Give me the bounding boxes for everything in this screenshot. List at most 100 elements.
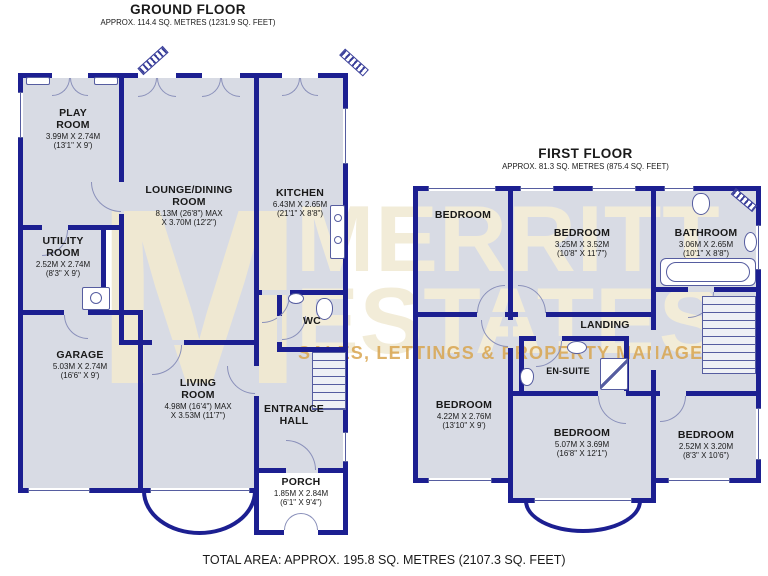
wall-kitchen xyxy=(254,73,348,295)
room-name: BEDROOM xyxy=(553,427,611,439)
ground-floor-title: GROUND FLOOR xyxy=(130,2,246,17)
landing-label: LANDING xyxy=(560,319,650,332)
window xyxy=(664,186,694,191)
bathroom-label: BATHROOM 3.06M X 2.65M (10'1" X 8'8") xyxy=(654,227,758,259)
staircase-first xyxy=(702,296,756,374)
window xyxy=(343,432,348,462)
window xyxy=(756,408,761,460)
window xyxy=(756,225,761,270)
angled-window-icon xyxy=(137,45,169,76)
door-gap xyxy=(688,287,714,292)
door-gap xyxy=(254,366,259,396)
room-name: PORCH xyxy=(281,476,321,488)
door-gap xyxy=(138,73,176,78)
room-dims: 1.85M X 2.84M (6'1" X 9'4") xyxy=(273,488,329,508)
window xyxy=(534,498,632,503)
sink-bowl-icon xyxy=(334,236,342,244)
window xyxy=(150,488,250,493)
toilet-icon xyxy=(520,368,534,386)
room-dims: 2.52M X 2.74M (8'3" X 9') xyxy=(35,259,91,278)
door-gap xyxy=(202,73,240,78)
room-dims: 8.13M (26'8") MAX X 3.70M (12'2") xyxy=(155,208,223,227)
washing-machine-door-icon xyxy=(90,292,102,304)
room-name: LANDING xyxy=(580,319,630,331)
room-name: BEDROOM xyxy=(435,399,493,411)
entrance-hall-label: ENTRANCE HALL xyxy=(250,403,338,428)
door-gap xyxy=(660,391,686,396)
door-gap xyxy=(518,312,546,317)
door-gap xyxy=(152,340,184,345)
room-name: GARAGE xyxy=(56,349,104,361)
room-name: BEDROOM xyxy=(677,429,735,441)
room-dims: 5.07M X 3.69M (16'8" X 12'1") xyxy=(554,439,610,459)
room-dims: 4.98M (16'4") MAX X 3.53M (11'7") xyxy=(164,401,232,420)
room-name: EN-SUITE xyxy=(546,366,590,376)
lounge-dining-label: LOUNGE/DINING ROOM 8.13M (26'8") MAX X 3… xyxy=(129,184,249,227)
sink-bowl-icon xyxy=(334,214,342,222)
basin-icon xyxy=(288,293,304,304)
bedroom-1-label: BEDROOM xyxy=(415,209,511,222)
first-floor-subtitle: APPROX. 81.3 SQ. METRES (875.4 SQ. FEET) xyxy=(502,162,669,171)
bay-window-living xyxy=(142,491,257,535)
room-name: UTILITY ROOM xyxy=(42,235,84,259)
basin-icon xyxy=(744,232,757,252)
room-dims: 3.06M X 2.65M (10'1" X 8'8") xyxy=(678,239,734,259)
room-dims: 4.22M X 2.76M (13'10" X 9') xyxy=(436,411,492,431)
watermark-tagline: SALES, LETTINGS & PROPERTY MANAGEMENT xyxy=(298,343,760,363)
room-dims: 2.52M X 3.20M (8'3" X 10'6") xyxy=(678,441,734,461)
wc-label: WC xyxy=(296,315,328,328)
bathtub-inner-icon xyxy=(666,262,750,282)
play-room-label: PLAY ROOM 3.99M X 2.74M (13'1" X 9') xyxy=(28,107,118,150)
shower-icon xyxy=(600,358,628,390)
first-floor-header: FIRST FLOOR APPROX. 81.3 SQ. METRES (875… xyxy=(448,146,723,171)
ensuite-label: EN-SUITE xyxy=(536,366,600,376)
window xyxy=(592,186,636,191)
bay-window-bedroom-4 xyxy=(524,501,642,533)
door-gap xyxy=(119,182,124,214)
room-name: PLAY ROOM xyxy=(56,107,90,131)
fill-bedroom-4 xyxy=(508,391,656,503)
utility-room-label: UTILITY ROOM 2.52M X 2.74M (8'3" X 9') xyxy=(17,235,109,278)
watermark-name-top: MERRITT xyxy=(296,186,721,291)
window xyxy=(428,478,492,483)
bedroom-4-label: BEDROOM 5.07M X 3.69M (16'8" X 12'1") xyxy=(532,427,632,459)
window xyxy=(28,488,90,493)
front-door-gap xyxy=(284,530,318,535)
door-gap xyxy=(282,73,318,78)
room-name: BEDROOM xyxy=(434,209,492,221)
ground-floor-subtitle: APPROX. 114.4 SQ. METRES (1231.9 SQ. FEE… xyxy=(100,18,276,27)
porch-label: PORCH 1.85M X 2.84M (6'1" X 9'4") xyxy=(256,476,346,508)
room-name: ENTRANCE HALL xyxy=(264,403,324,427)
radiator-icon xyxy=(26,77,50,85)
window xyxy=(343,108,348,164)
window xyxy=(520,186,554,191)
toilet-icon xyxy=(692,193,710,215)
room-name: BEDROOM xyxy=(553,227,611,239)
living-room-label: LIVING ROOM 4.98M (16'4") MAX X 3.53M (1… xyxy=(143,377,253,420)
door-gap xyxy=(262,290,290,295)
window xyxy=(668,478,730,483)
door-gap xyxy=(286,468,318,473)
garage-label: GARAGE 5.03M X 2.74M (16'6" X 9') xyxy=(25,349,135,381)
fill-lounge-dining xyxy=(119,73,259,345)
bedroom-5-label: BEDROOM 2.52M X 3.20M (8'3" X 10'6") xyxy=(656,429,756,461)
door-gap xyxy=(477,312,505,317)
door-gap xyxy=(651,330,656,370)
bedroom-3-label: BEDROOM 4.22M X 2.76M (13'10" X 9') xyxy=(414,399,514,431)
staircase-ground xyxy=(312,352,346,410)
window xyxy=(428,186,496,191)
room-name: BATHROOM xyxy=(674,227,738,239)
door-gap xyxy=(277,316,282,342)
total-area-label: TOTAL AREA: APPROX. 195.8 SQ. METRES (21… xyxy=(202,553,566,567)
bedroom-2-label: BEDROOM 3.25M X 3.52M (10'8" X 11'7") xyxy=(532,227,632,259)
window xyxy=(18,92,23,138)
radiator-icon xyxy=(94,77,118,85)
room-name: WC xyxy=(303,315,321,327)
room-dims: 3.25M X 3.52M (10'8" X 11'7") xyxy=(554,239,610,259)
basin-icon xyxy=(567,341,587,354)
ground-floor-header: GROUND FLOOR APPROX. 114.4 SQ. METRES (1… xyxy=(88,2,288,27)
first-floor-title: FIRST FLOOR xyxy=(538,146,633,161)
